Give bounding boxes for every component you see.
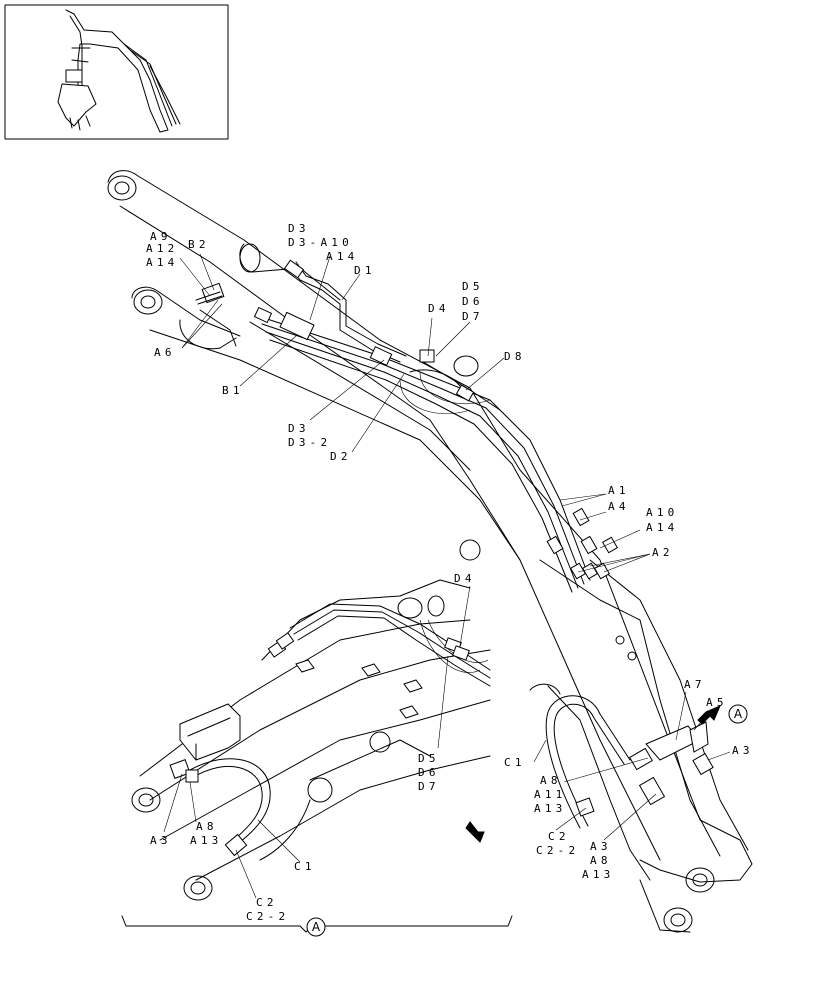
label-d6-top: D6: [462, 295, 484, 308]
label-d6-detail: D6: [418, 766, 440, 779]
label-d5-top: D5: [462, 280, 484, 293]
label-d1: D1: [354, 264, 376, 277]
label-d3-a10: D3-A10: [288, 236, 353, 249]
label-a3-detail: A3: [150, 834, 172, 847]
label-a13-detail: A13: [190, 834, 222, 847]
label-b2: B2: [188, 238, 210, 251]
label-a13-right: A13: [534, 802, 566, 815]
label-a2: A2: [652, 546, 674, 559]
label-c1-right: C1: [504, 756, 526, 769]
label-a4: A4: [608, 500, 630, 513]
label-a8-detail: A8: [196, 820, 218, 833]
view-marker-a-top: A: [728, 704, 748, 724]
label-a11: A11: [534, 788, 566, 801]
label-a7: A7: [684, 678, 706, 691]
label-c2-right: C2: [548, 830, 570, 843]
label-a14: A14: [146, 256, 178, 269]
view-marker-a-bottom: A: [306, 917, 326, 937]
hose-bundle: [195, 259, 619, 593]
label-a8-right: A8: [540, 774, 562, 787]
label-d3-mid: D3: [288, 422, 310, 435]
part-labels: A9 A12 A14 B2 A6 B1 D3 D3-A10 A14 D1 D5 …: [146, 222, 754, 923]
label-a5: A5: [706, 696, 728, 709]
leader-lines: [163, 253, 731, 899]
label-a6: A6: [154, 346, 176, 359]
label-a14-top: A14: [326, 250, 358, 263]
label-a1: A1: [608, 484, 630, 497]
label-a8-right-lower: A8: [590, 854, 612, 867]
label-d8: D8: [504, 350, 526, 363]
label-d4-detail: D4: [454, 572, 476, 585]
thumbnail-inset: [4, 4, 229, 140]
svg-text:A: A: [312, 920, 321, 934]
label-a9: A9: [150, 230, 172, 243]
label-d5-detail: D5: [418, 752, 440, 765]
label-d3-top: D3: [288, 222, 310, 235]
label-a10: A10: [646, 506, 678, 519]
label-b1: B1: [222, 384, 244, 397]
thumbnail-excavator-icon: [57, 9, 181, 133]
label-d7-top: D7: [462, 310, 484, 323]
detail-view-a: [131, 579, 491, 901]
label-a13-right-lower: A13: [582, 868, 614, 881]
label-d4-top: D4: [428, 302, 450, 315]
label-a3-right: A3: [732, 744, 754, 757]
label-a3-right-lower: A3: [590, 840, 612, 853]
main-boom: [107, 170, 753, 933]
label-c2-2-right: C2-2: [536, 844, 579, 857]
label-d7-detail: D7: [418, 780, 440, 793]
label-a14-right: A14: [646, 521, 678, 534]
svg-text:A: A: [734, 707, 743, 721]
label-c1-detail: C1: [294, 860, 316, 873]
label-c2-detail: C2: [256, 896, 278, 909]
view-a-arrow-detail: [465, 821, 485, 843]
detail-a-bracket: [121, 915, 513, 933]
label-d2: D2: [330, 450, 352, 463]
label-c2-2-detail: C2-2: [246, 910, 289, 923]
label-a12: A12: [146, 242, 178, 255]
label-d3-2: D3-2: [288, 436, 331, 449]
bucket-hose-right: [545, 695, 714, 829]
